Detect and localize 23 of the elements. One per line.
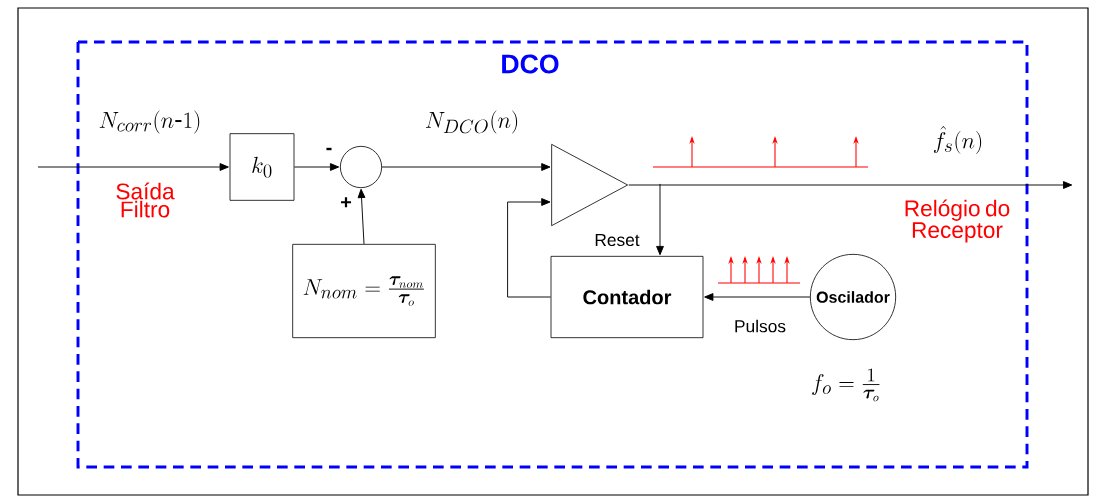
arrow [357,188,366,245]
arrow [704,293,811,301]
arrow [656,183,664,256]
summing-junction [339,145,383,189]
signal-label: $\hat{f}_s(n)$ [933,126,982,154]
arrow [507,198,552,298]
formula-label: $f_o = \frac{1}{\boldsymbol{\tau}_o}$ [812,368,880,402]
arrow [37,163,229,171]
arrow [381,163,551,171]
gain-box: $k_0$ [229,133,295,201]
signal-label: $N_{corr}(n\text{-}1)$ [99,110,200,134]
counter-box: Contador [550,255,704,339]
arrow [628,181,1073,189]
edge-label: Reset [593,232,641,248]
arrow [293,163,340,171]
sign-label: + [341,197,352,208]
formula-box: $N_{nom} = \frac{\boldsymbol{\tau}_{nom}}{\boldsymbol{\tau}_o}$ [292,243,436,339]
signal-label: Relógio do Receptor [905,199,1010,243]
sign-label: - [326,147,332,151]
edge-label: Pulsos [732,318,788,334]
signal-label: Saída Filtro [116,182,175,218]
signal-label: $N_{DCO}(n)$ [425,110,518,134]
amplifier-triangle [551,143,629,227]
